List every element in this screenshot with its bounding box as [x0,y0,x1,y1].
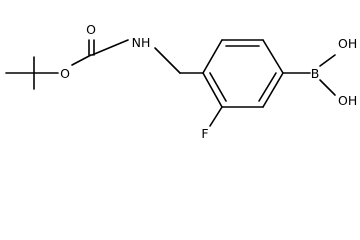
bonds [5,39,336,127]
bond-ester-o-carbonyl [71,54,92,66]
amine-label: NH [132,35,151,50]
bond-ring-4 [262,72,284,108]
bond-ring-inner-left [209,72,227,102]
ester-oxygen-label: O [60,66,70,81]
bond-boron-oh-bottom [319,79,336,96]
bond-carbonyl-nh [91,39,129,56]
carbonyl-oxygen-label: O [86,22,96,37]
bond-ring-6 [202,72,223,108]
hydroxyl-bottom-label: OH [338,93,357,108]
bond-ring-3 [262,39,284,74]
structure-diagram: O O NH F B OH OH [5,22,357,141]
boron-label: B [311,66,320,81]
bond-ring-inner-right [258,72,277,102]
fluorine-label: F [201,126,208,141]
hydroxyl-top-label: OH [338,36,357,51]
atom-labels: O O NH F B OH OH [60,22,357,141]
bond-ring-1 [202,39,223,74]
bond-boron-oh-top [319,54,336,67]
bond-nh-ch2 [154,47,181,74]
bond-ring-fluorine [209,106,223,127]
